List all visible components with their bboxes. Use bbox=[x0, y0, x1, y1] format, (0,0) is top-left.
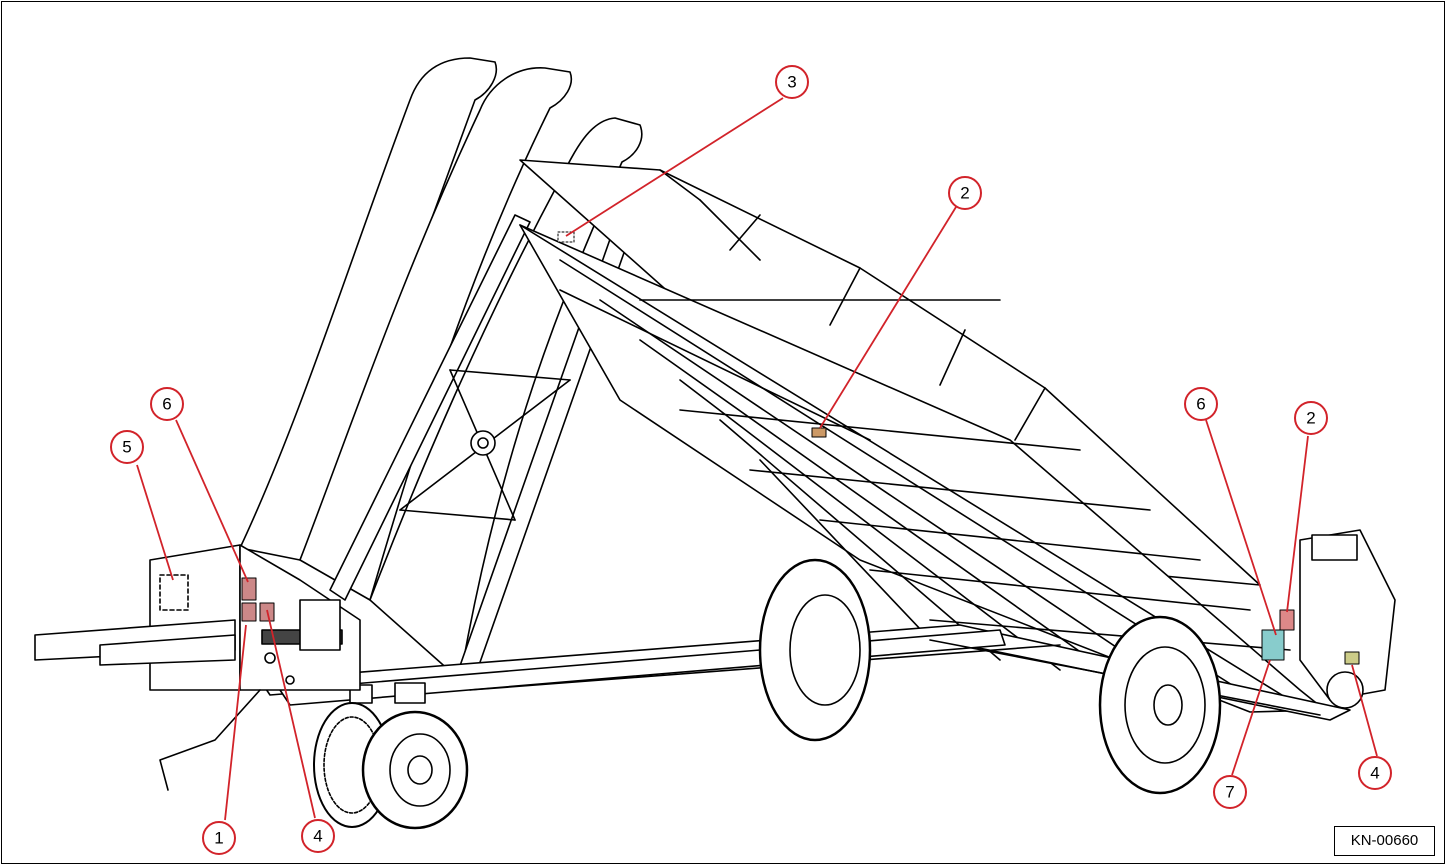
tongue-hitch bbox=[34, 544, 361, 791]
callout-6a: 6 bbox=[150, 387, 184, 421]
callout-6a-label: 6 bbox=[162, 395, 171, 414]
callout-2b-label: 2 bbox=[1306, 409, 1315, 428]
middle-wheel bbox=[758, 558, 872, 742]
callout-3-label: 3 bbox=[787, 73, 796, 92]
hydraulic-cylinder bbox=[261, 599, 343, 651]
front-dual-wheels bbox=[313, 702, 469, 830]
callout-leaders bbox=[136, 97, 1378, 821]
callout-2a: 2 bbox=[948, 176, 982, 210]
leader-4b bbox=[1351, 664, 1378, 757]
leader-2a bbox=[819, 206, 957, 429]
leader-6b bbox=[1205, 419, 1277, 636]
callout-6b: 6 bbox=[1184, 387, 1218, 421]
decals bbox=[241, 231, 1360, 665]
figure-reference-code: KN-00660 bbox=[1334, 826, 1435, 856]
callout-2b: 2 bbox=[1294, 401, 1328, 435]
callout-1-label: 1 bbox=[214, 829, 223, 848]
callout-3: 3 bbox=[775, 65, 809, 99]
leader-4a bbox=[266, 609, 316, 819]
callout-5-label: 5 bbox=[122, 438, 131, 457]
rear-wheel bbox=[1098, 615, 1222, 795]
leader-5 bbox=[136, 464, 174, 581]
rear-gate bbox=[1299, 529, 1396, 709]
callout-5: 5 bbox=[110, 430, 144, 464]
leader-6a bbox=[175, 419, 249, 583]
callout-6b-label: 6 bbox=[1196, 395, 1205, 414]
leader-7 bbox=[1231, 659, 1271, 776]
leader-3 bbox=[565, 97, 784, 237]
callout-4b: 4 bbox=[1358, 756, 1392, 790]
callout-2a-label: 2 bbox=[960, 184, 969, 203]
callout-7-label: 7 bbox=[1225, 783, 1234, 802]
callout-1: 1 bbox=[202, 821, 236, 855]
callout-4a-label: 4 bbox=[313, 827, 322, 846]
leader-2b bbox=[1286, 435, 1309, 613]
callout-4b-label: 4 bbox=[1370, 764, 1379, 783]
callout-7: 7 bbox=[1213, 775, 1247, 809]
leader-1 bbox=[224, 624, 247, 821]
callout-4a: 4 bbox=[301, 819, 335, 853]
